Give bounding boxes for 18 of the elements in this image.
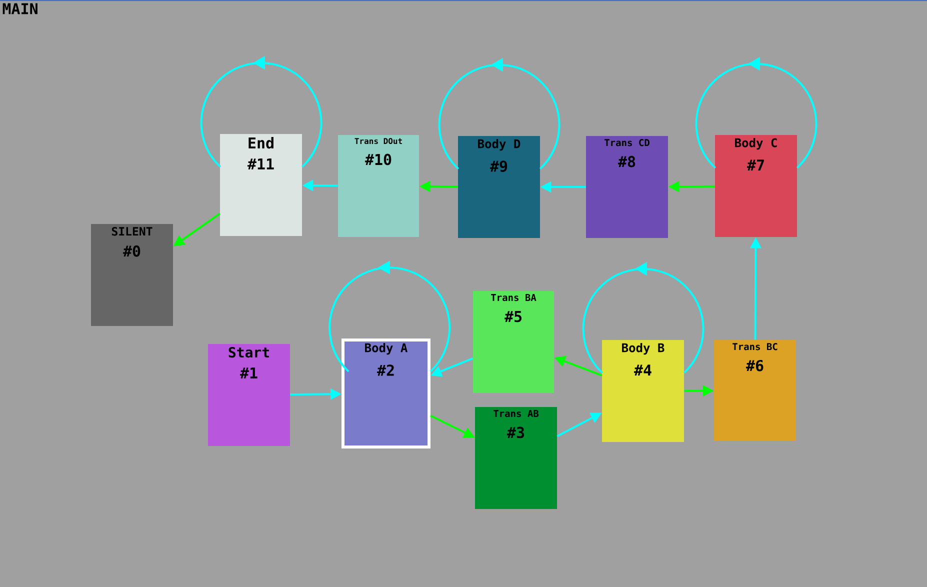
state-box: Trans BA #5 (473, 291, 554, 393)
state-box: Body A #2 (342, 338, 430, 448)
state-box: Trans CD #8 (586, 136, 668, 238)
state-box: SILENT #0 (91, 224, 173, 326)
state-box: Start #1 (208, 344, 290, 446)
state-box: Body D #9 (458, 136, 540, 238)
diagram-title: MAIN (2, 3, 38, 14)
arrow (695, 56, 818, 169)
arrow (582, 262, 704, 374)
state-box: Trans DOut #10 (338, 135, 419, 237)
state-box: Trans AB #3 (475, 407, 557, 509)
arrow (328, 260, 451, 372)
state-box: End #11 (220, 134, 302, 236)
arrow (438, 58, 560, 170)
state-box: Body C #7 (715, 135, 797, 237)
state-box: Body B #4 (602, 340, 684, 442)
arrow (200, 56, 322, 168)
state-box: Trans BC #6 (714, 340, 796, 441)
